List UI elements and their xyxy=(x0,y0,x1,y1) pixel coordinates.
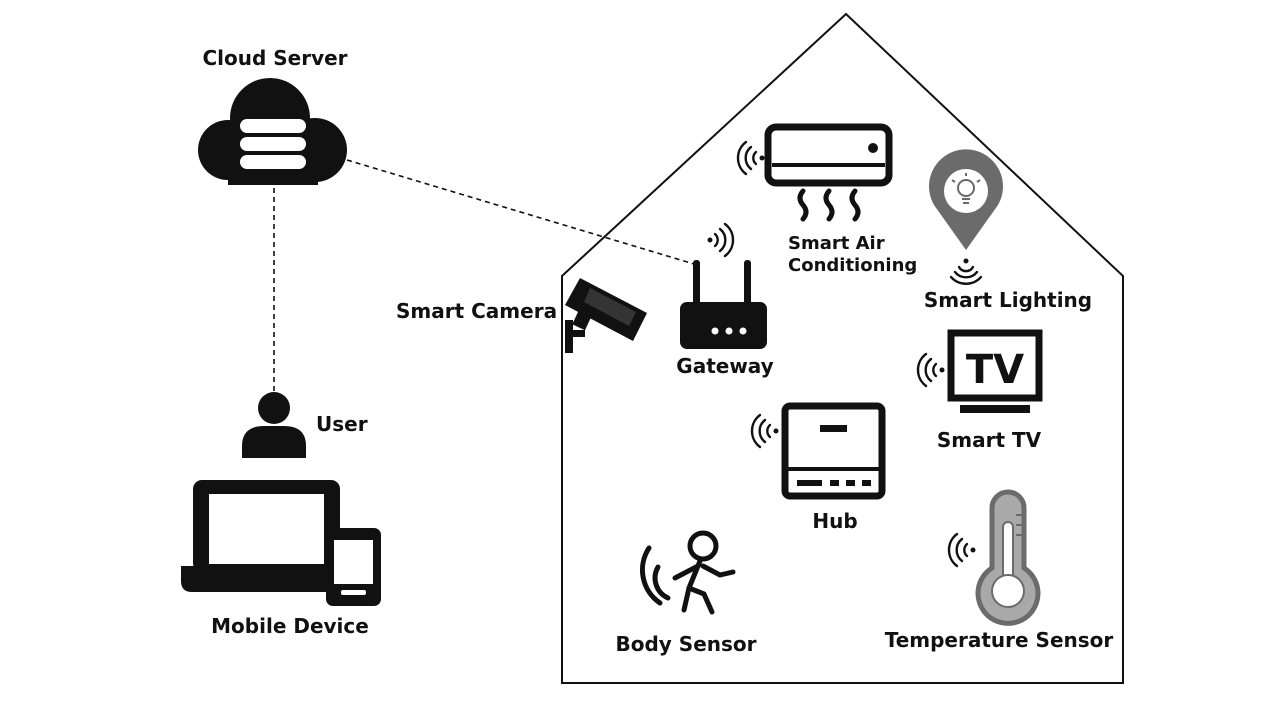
hub-wifi-icon xyxy=(750,413,779,449)
smart-lighting-label: Smart Lighting xyxy=(924,288,1092,312)
air-conditioner-wifi-icon xyxy=(736,140,765,176)
air-conditioner-icon xyxy=(764,123,893,222)
smart-camera-label: Smart Camera xyxy=(396,299,557,323)
user-label: User xyxy=(316,412,368,436)
thermometer-icon xyxy=(975,489,1041,626)
gateway-wifi-icon xyxy=(707,222,735,258)
gateway-icon xyxy=(680,260,767,349)
smart-tv-label: Smart TV xyxy=(937,428,1042,452)
user-icon xyxy=(242,392,306,458)
lighting-wifi-icon xyxy=(949,258,983,285)
cloud-server-label: Cloud Server xyxy=(202,46,347,70)
smart-camera-icon xyxy=(565,278,647,353)
temperature-sensor-label: Temperature Sensor xyxy=(885,628,1114,652)
lighting-pin-icon xyxy=(929,149,1003,250)
cloud-gateway-link xyxy=(346,159,695,265)
smart-air-label-line1: Smart Air xyxy=(788,233,885,254)
mobile-device-icon xyxy=(181,480,381,606)
smart-air-label-line2: Conditioning xyxy=(788,255,917,276)
body-sensor-wifi-icon xyxy=(640,545,671,606)
mobile-device-label: Mobile Device xyxy=(211,614,369,638)
temperature-wifi-icon xyxy=(947,532,976,568)
tv-screen-text: TV xyxy=(966,347,1024,393)
body-sensor-icon xyxy=(672,530,736,615)
cloud-server-icon xyxy=(198,78,347,185)
house-outline xyxy=(561,12,1124,684)
tv-icon: TV xyxy=(947,329,1043,413)
gateway-label: Gateway xyxy=(676,354,773,378)
hub-label: Hub xyxy=(812,509,857,533)
tv-wifi-icon xyxy=(916,352,945,388)
hub-icon xyxy=(781,402,886,500)
body-sensor-label: Body Sensor xyxy=(615,632,756,656)
